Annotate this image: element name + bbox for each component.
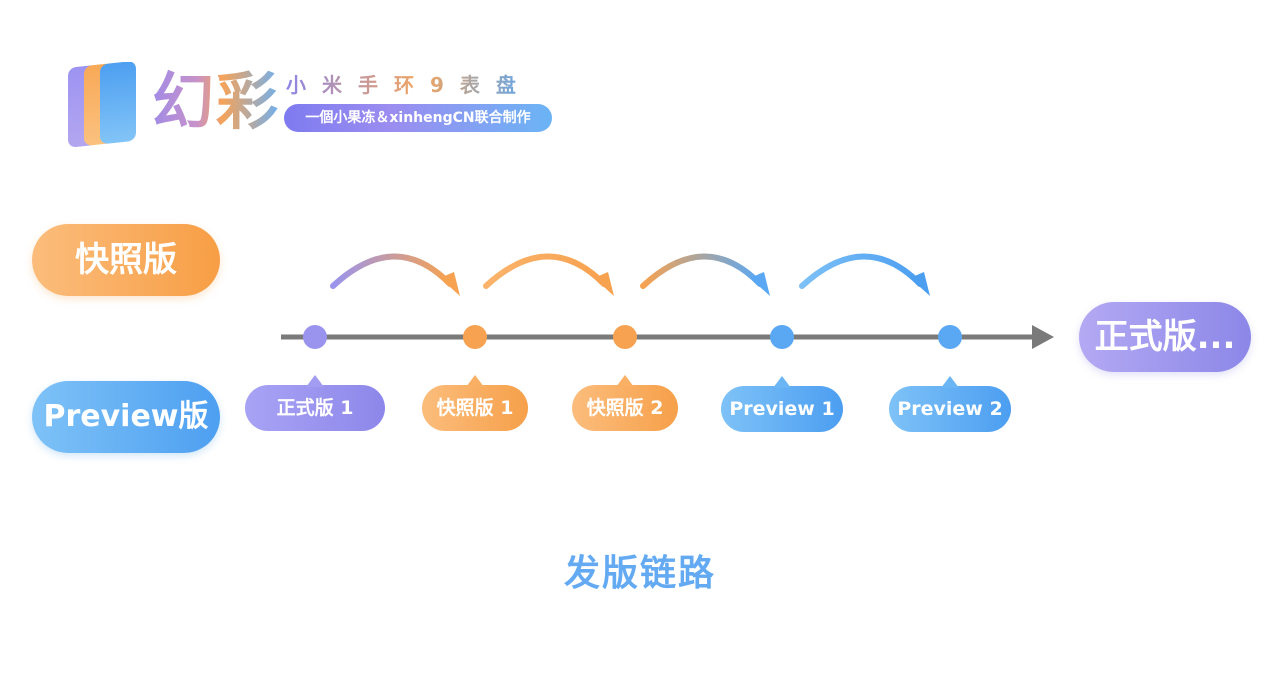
release-pill-label: Preview 2	[897, 398, 1003, 420]
progress-arc-3	[640, 253, 763, 289]
arrow-arcs	[330, 253, 930, 296]
release-pill-2: 快照版 1	[422, 375, 528, 431]
release-pill-3: 快照版 2	[572, 375, 678, 431]
pill-pointer	[306, 375, 324, 387]
arc-arrowhead-icon-1	[440, 272, 460, 296]
arc-arrowhead-icon-3	[750, 272, 770, 296]
arc-arrowhead-icon-2	[594, 272, 614, 296]
timeline-node-3	[613, 325, 637, 349]
pill-pointer	[616, 375, 634, 387]
release-pill-label: Preview 1	[729, 398, 835, 420]
logo-title: 幻彩	[152, 62, 280, 142]
release-pill-label: 正式版 1	[276, 397, 354, 419]
arc-arrowhead-icon-4	[910, 272, 930, 296]
progress-arc-1	[330, 253, 453, 289]
legend-preview-pill: Preview版	[32, 381, 220, 453]
next-formal-version-pill: 正式版...	[1079, 302, 1251, 372]
timeline-node-5	[938, 325, 962, 349]
release-pill-1: 正式版 1	[245, 375, 385, 431]
release-pill-4: Preview 1	[721, 376, 843, 432]
progress-arc-4	[799, 253, 923, 289]
timeline-nodes	[303, 325, 962, 349]
timeline-node-2	[463, 325, 487, 349]
credit-badge: 一個小果冻＆xinhengCN联合制作	[284, 104, 552, 132]
diagram-caption: 发版链路	[563, 553, 716, 594]
pill-pointer	[773, 376, 791, 388]
timeline-node-4	[770, 325, 794, 349]
legend-snapshot-pill: 快照版	[32, 224, 220, 296]
pill-pointer	[466, 375, 484, 387]
pill-pointer	[941, 376, 959, 388]
release-pill-label: 快照版 2	[586, 397, 664, 419]
timeline-axis-arrowhead-icon	[1032, 325, 1054, 349]
logo-subtitle: 小米手环9表盘	[286, 73, 532, 97]
logo-cards-icon	[68, 62, 136, 147]
progress-arc-2	[483, 253, 607, 289]
timeline-node-1	[303, 325, 327, 349]
release-pill-label: 快照版 1	[436, 397, 514, 419]
release-pill-5: Preview 2	[889, 376, 1011, 432]
